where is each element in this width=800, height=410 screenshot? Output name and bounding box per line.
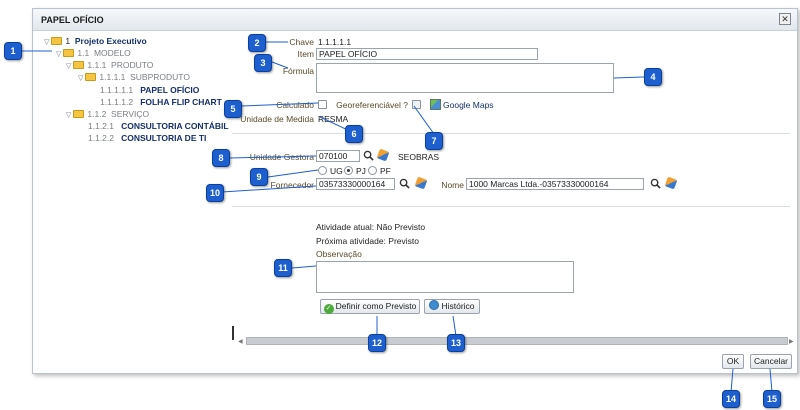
callout-badge: 11 (274, 259, 292, 277)
radio-pj-label: PJ (356, 166, 366, 176)
tree-leaf-consultoria-contabil[interactable]: 1.1.2.1 CONSULTORIA CONTÁBIL (88, 121, 229, 131)
item-input[interactable]: PAPEL OFÍCIO (316, 48, 538, 60)
collapse-triangle-icon[interactable]: ▽ (78, 75, 84, 82)
tree-leaf-papel-oficio[interactable]: 1.1.1.1.1 PAPEL OFÍCIO (100, 85, 200, 95)
scroll-left-arrow-icon[interactable]: ◀ (238, 339, 243, 345)
close-icon[interactable]: ✕ (779, 13, 791, 25)
unidade-gestora-name: SEOBRAS (398, 152, 440, 162)
tree-node-modelo[interactable]: ▽1.1 MODELO (56, 48, 131, 58)
proxima-atividade: Próxima atividade: Previsto (316, 236, 419, 246)
check-icon: ✓ (323, 304, 334, 314)
callout-badge: 9 (250, 168, 268, 186)
item-label: Item (297, 49, 314, 59)
search-icon[interactable] (363, 150, 374, 161)
tree-node-servico[interactable]: ▽1.1.2 SERVIÇO (66, 109, 150, 119)
tree-node-produto[interactable]: ▽1.1.1 PRODUTO (66, 60, 154, 70)
divider (232, 206, 790, 207)
radio-ug-label: UG (330, 166, 343, 176)
fornecedor-input[interactable]: 03573330000164 (316, 178, 395, 190)
definir-previsto-button[interactable]: ✓Definir como Previsto (320, 299, 420, 314)
georeferenciavel-label: Georeferenciável ? (336, 100, 408, 110)
callout-badge: 2 (248, 34, 266, 52)
tree-leaf-folha-flip-chart[interactable]: 1.1.1.1.2 FOLHA FLIP CHART (100, 97, 222, 107)
divider (232, 133, 790, 134)
tree-leaf-consultoria-ti[interactable]: 1.1.2.2 CONSULTORIA DE TI (88, 133, 207, 143)
ok-button[interactable]: OK (722, 354, 744, 369)
atividade-atual: Atividade atual: Não Previsto (316, 222, 426, 232)
collapse-triangle-icon[interactable]: ▽ (66, 63, 72, 70)
callout-badge: 13 (447, 334, 465, 352)
tree-node-root[interactable]: ▽1 Projeto Executivo (44, 36, 147, 46)
georeferenciavel-checkbox[interactable] (412, 100, 421, 109)
dialog-title: PAPEL OFÍCIO (41, 15, 104, 25)
callout-badge: 14 (722, 390, 740, 408)
search-icon[interactable] (399, 178, 410, 189)
callout-badge: 4 (644, 68, 662, 86)
cancelar-button[interactable]: Cancelar (750, 354, 792, 369)
callout-badge: 5 (224, 100, 242, 118)
radio-pf[interactable] (368, 166, 377, 175)
callout-badge: 7 (425, 132, 443, 150)
map-icon (430, 99, 441, 110)
google-maps-link[interactable]: Google Maps (430, 99, 494, 110)
formula-label: Fórmula (282, 66, 314, 76)
radio-ug[interactable] (318, 166, 327, 175)
folder-icon (73, 61, 85, 69)
collapse-triangle-icon[interactable]: ▽ (66, 112, 72, 119)
collapse-triangle-icon[interactable]: ▽ (56, 51, 62, 58)
folder-icon (85, 73, 97, 81)
splitter-handle[interactable] (232, 326, 236, 340)
scroll-right-arrow-icon[interactable]: ▶ (789, 339, 794, 345)
unidade-medida-value: RESMA (318, 114, 349, 124)
tree-node-subproduto[interactable]: ▽1.1.1.1 SUBPRODUTO (78, 72, 190, 82)
observacao-label: Observação (316, 249, 362, 259)
history-icon (429, 300, 440, 310)
folder-icon (73, 110, 85, 118)
callout-badge: 6 (345, 125, 363, 143)
observacao-textarea[interactable] (316, 261, 574, 293)
callout-badge: 8 (212, 149, 230, 167)
callout-badge: 12 (368, 334, 386, 352)
unidade-gestora-input[interactable]: 070100 (316, 150, 360, 162)
radio-pj[interactable] (344, 166, 353, 175)
folder-icon (51, 37, 63, 45)
nome-input[interactable]: 1000 Marcas Ltda.-03573330000164 (466, 178, 644, 190)
nome-label: Nome (441, 180, 464, 190)
callout-badge: 15 (763, 390, 781, 408)
folder-icon (63, 49, 75, 57)
radio-pf-label: PF (380, 166, 391, 176)
callout-badge: 3 (254, 54, 272, 72)
calculado-checkbox[interactable] (318, 100, 327, 109)
formula-textarea[interactable] (316, 63, 614, 93)
search-icon[interactable] (650, 178, 661, 189)
chave-value: 1.1.1.1.1 (318, 37, 352, 47)
title-bar: PAPEL OFÍCIO ✕ (33, 9, 797, 31)
collapse-triangle-icon[interactable]: ▽ (44, 39, 50, 46)
horizontal-scrollbar[interactable] (246, 337, 788, 345)
chave-label: Chave (289, 37, 314, 47)
callout-badge: 1 (4, 42, 22, 60)
fornecedor-label: Fornecedor (270, 180, 314, 190)
historico-button[interactable]: Histórico (424, 299, 480, 314)
calculado-label: Calculado (276, 100, 314, 110)
callout-badge: 10 (206, 184, 224, 202)
unidade-medida-label: Unidade de Medida (240, 114, 314, 124)
